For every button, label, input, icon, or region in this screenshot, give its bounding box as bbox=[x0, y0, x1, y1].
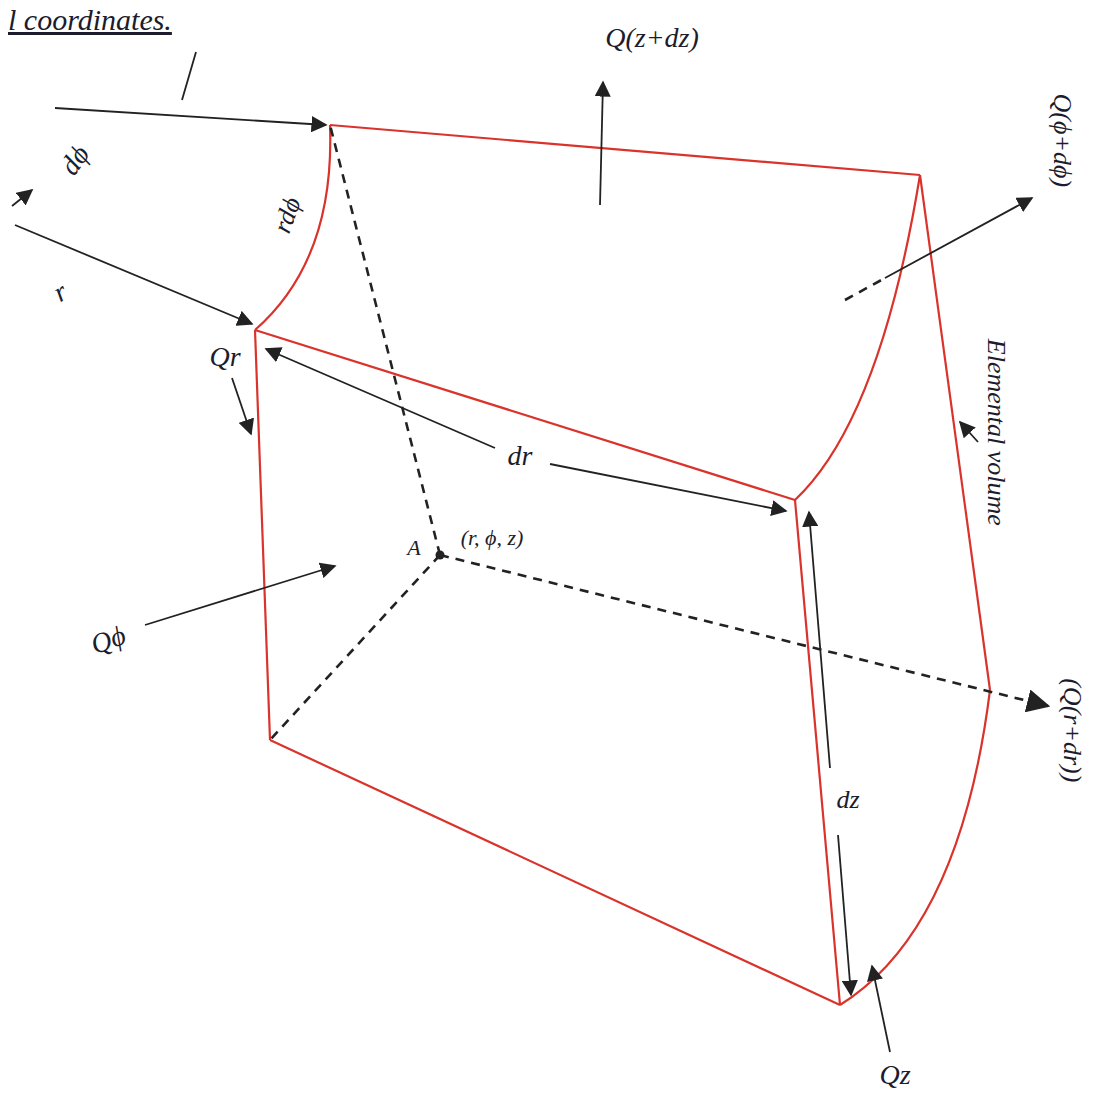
radius-line bbox=[55, 108, 326, 125]
hidden-edge bbox=[330, 125, 440, 555]
flux-arrow bbox=[872, 966, 890, 1052]
bottom-front-edge bbox=[270, 740, 840, 1005]
point-a bbox=[436, 551, 445, 560]
dimension-arrow bbox=[809, 512, 830, 768]
arrows bbox=[12, 52, 1032, 1052]
hidden-edge bbox=[270, 555, 440, 740]
flux-arrow bbox=[232, 378, 251, 434]
flux-label: Qz bbox=[879, 1060, 910, 1091]
coordinate-label: (r, ϕ, z) bbox=[461, 526, 524, 550]
bottom-arc bbox=[840, 690, 990, 1005]
dimension-arrow bbox=[550, 464, 786, 511]
flux-arrow bbox=[440, 555, 1048, 706]
flux-arrow bbox=[600, 82, 603, 205]
radius-line bbox=[15, 225, 252, 324]
arc-length-label: rdϕ bbox=[268, 193, 307, 236]
flux-label: (Q(r+dr)) bbox=[1058, 678, 1087, 782]
hidden-edges bbox=[270, 125, 1048, 740]
angle-arrow bbox=[12, 190, 32, 206]
outer-arc bbox=[795, 175, 920, 500]
front-left-edge bbox=[255, 330, 270, 740]
heading: l coordinates. bbox=[8, 2, 172, 38]
dimension-arrow bbox=[838, 835, 851, 995]
leader-line bbox=[182, 52, 196, 100]
angle-label: dϕ bbox=[54, 139, 96, 180]
flux-label: Qr bbox=[209, 342, 240, 373]
flux-arrow bbox=[145, 566, 335, 625]
point-label: A bbox=[407, 536, 420, 560]
volume-outline bbox=[255, 125, 990, 1005]
volume-label: Elemental volume bbox=[981, 339, 1010, 526]
dimension-arrow bbox=[266, 349, 495, 448]
flux-arrow bbox=[885, 198, 1032, 278]
front-top-edge bbox=[255, 330, 795, 500]
radius-label: r bbox=[48, 276, 73, 308]
inner-arc bbox=[255, 125, 330, 330]
dimension-label: dr bbox=[508, 441, 533, 472]
back-top-edge bbox=[330, 125, 920, 175]
flux-label: Q(z+dz) bbox=[605, 23, 699, 54]
dimension-label: dz bbox=[836, 786, 859, 815]
front-right-edge bbox=[795, 500, 840, 1005]
leader-arrow bbox=[960, 422, 978, 442]
flux-arrow-tail bbox=[845, 278, 885, 300]
flux-label: Q(ϕ+dϕ) bbox=[1048, 93, 1077, 187]
flux-label: Qϕ bbox=[86, 620, 129, 661]
